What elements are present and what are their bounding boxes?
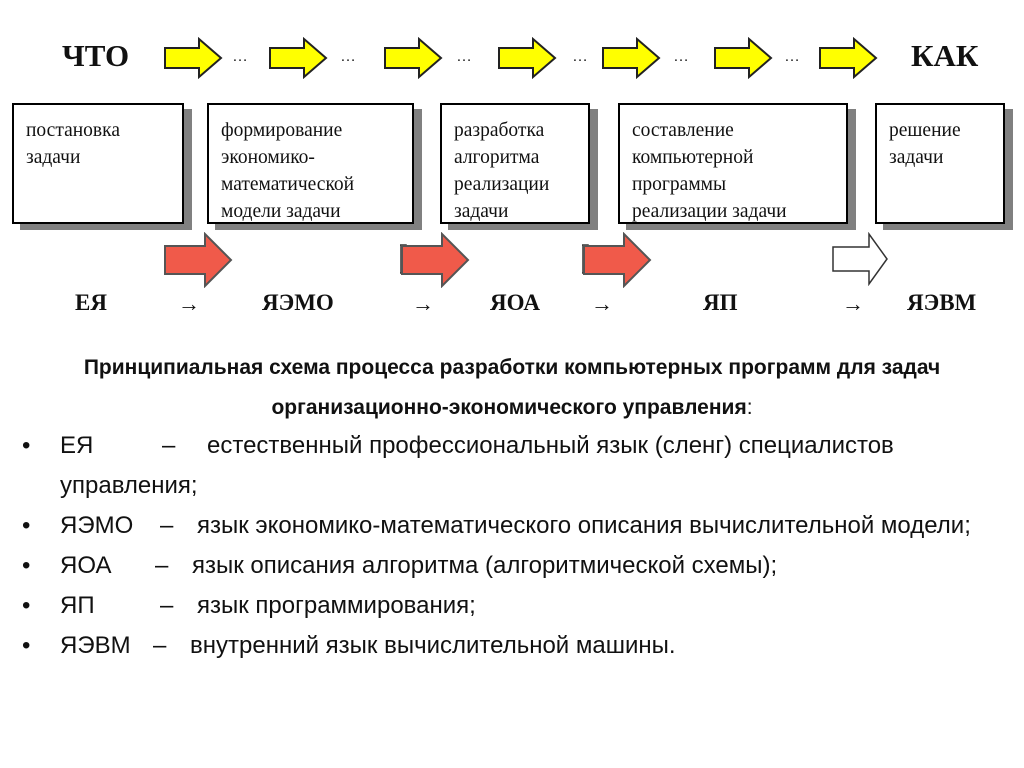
stage-box-program: составление компьютерной программы реали…	[618, 103, 848, 224]
yellow-arrow-icon	[268, 37, 328, 79]
stage-text: решение задачи	[889, 120, 961, 168]
red-arrow-icon	[400, 232, 470, 288]
definition-text: язык программирования;	[197, 592, 476, 619]
how-label: КАК	[911, 38, 979, 73]
lang-arrow-icon: →	[412, 291, 434, 316]
lang-arrow-icon: →	[591, 291, 613, 316]
stage-text: формирование экономико- математической м…	[221, 120, 355, 222]
lang-yap: ЯП	[703, 290, 738, 315]
term: ЯОА	[60, 552, 112, 579]
yellow-arrow-icon	[818, 37, 878, 79]
caption-colon: :	[746, 396, 753, 419]
dash: –	[160, 592, 174, 619]
term: ЕЯ	[60, 432, 94, 459]
list-item: • ЯОА –язык описания алгоритма (алгоритми…	[22, 546, 1002, 586]
term: ЯП	[60, 592, 95, 619]
lang-ea: ЕЯ	[75, 290, 107, 315]
ellipsis: …	[572, 48, 588, 65]
list-item: • ЯП –язык программирования;	[22, 586, 1002, 626]
stage-box-model: формирование экономико- математической м…	[207, 103, 414, 224]
stage-text: составление компьютерной программы реали…	[632, 120, 787, 222]
yellow-arrow-icon	[713, 37, 773, 79]
bullet-icon: •	[22, 592, 31, 619]
ellipsis: …	[673, 48, 689, 65]
ellipsis: …	[784, 48, 800, 65]
bullet-icon: •	[22, 632, 31, 659]
dash: –	[160, 512, 174, 539]
yellow-arrow-icon	[497, 37, 557, 79]
stage-box-algorithm: разработка алгоритма реализации задачи	[440, 103, 590, 224]
stage-text: разработка алгоритма реализации задачи	[454, 120, 550, 222]
definition-text: внутренний язык вычислительной машины.	[190, 632, 676, 659]
outline-arrow-icon	[831, 232, 889, 286]
dash: –	[155, 552, 169, 579]
definition-text: естественный профессиональный язык (слен…	[60, 432, 894, 499]
lang-yaoa: ЯОА	[490, 290, 540, 315]
yellow-arrow-icon	[383, 37, 443, 79]
yellow-arrow-icon	[163, 37, 223, 79]
term: ЯЭМО	[60, 512, 134, 539]
lang-yaevm: ЯЭВМ	[907, 290, 977, 315]
term: ЯЭВМ	[60, 632, 131, 659]
bullet-icon: •	[22, 512, 31, 539]
ellipsis: …	[456, 48, 472, 65]
ellipsis: …	[232, 48, 248, 65]
red-arrow-icon	[582, 232, 652, 288]
diagram-caption: Принципиальная схема процесса разработки…	[20, 348, 1004, 428]
lang-arrow-icon: →	[178, 291, 200, 316]
list-item: • ЯЭВМ–внутренний язык вычислительной ма…	[22, 626, 1002, 666]
lang-yaemo: ЯЭМО	[262, 290, 334, 315]
bullet-icon: •	[22, 552, 31, 579]
lang-arrow-icon: →	[842, 291, 864, 316]
definitions-list: • ЕЯ–естественный профессиональный язык …	[22, 426, 1002, 666]
stage-text: постановка задачи	[26, 120, 120, 168]
ellipsis: …	[340, 48, 356, 65]
definition-text: язык экономико-математического описания …	[197, 512, 971, 539]
red-arrow-icon	[163, 232, 233, 288]
stage-box-solution: решение задачи	[875, 103, 1005, 224]
dash: –	[153, 632, 167, 659]
definition-text: язык описания алгоритма (алгоритмической…	[192, 552, 778, 579]
yellow-arrow-icon	[601, 37, 661, 79]
dash: –	[162, 432, 176, 459]
bullet-icon: •	[22, 432, 31, 459]
stage-box-problem-statement: постановка задачи	[12, 103, 184, 224]
what-label: ЧТО	[62, 38, 130, 73]
list-item: • ЯЭМО–язык экономико-математического оп…	[22, 506, 1002, 546]
caption-text: Принципиальная схема процесса разработки…	[83, 356, 941, 419]
list-item: • ЕЯ –естественный профессиональный язык …	[22, 426, 1002, 506]
